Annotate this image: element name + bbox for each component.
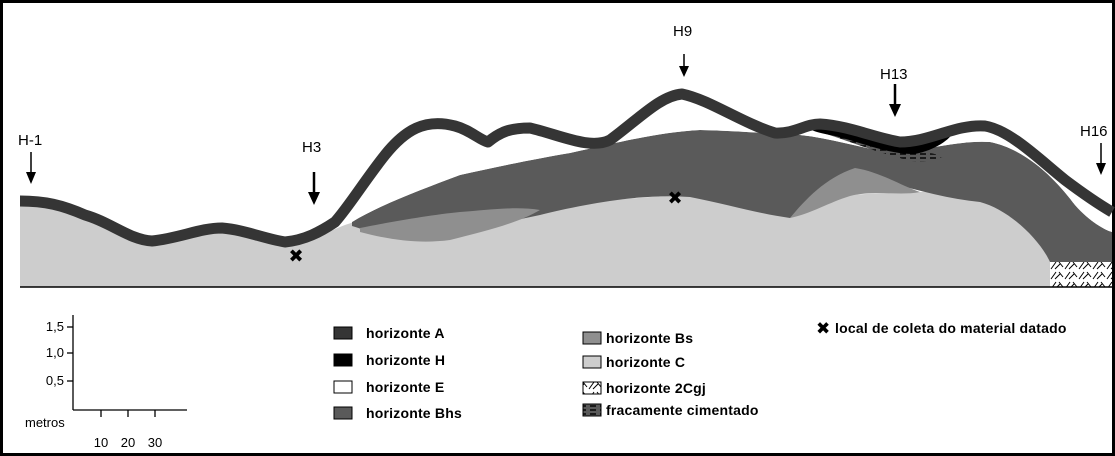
- profile-label-h9: H9: [673, 23, 692, 40]
- scale-y-tick-label: 1,0: [46, 345, 64, 360]
- profile-marker-h9: H9: [673, 23, 692, 77]
- profile-label-h1: H-1: [18, 132, 42, 149]
- profile-marker-h13: H13: [880, 66, 908, 117]
- arrow-down-icon: [1096, 163, 1106, 175]
- legend-swatch-bs: [582, 331, 602, 345]
- scale-y-tick-label: 1,5: [46, 319, 64, 334]
- legend-swatch-h: [333, 353, 353, 367]
- sample-marker-2: ✖: [667, 188, 682, 208]
- horizon-bs-area-2: [790, 168, 920, 218]
- profile-marker-h16: H16: [1080, 123, 1108, 175]
- arrow-down-icon: [889, 104, 901, 117]
- profile-label-h3: H3: [302, 139, 321, 156]
- horizon-2cgj-area: [1050, 262, 1112, 287]
- horizon-bhs-area: [352, 130, 1112, 262]
- legend-sample-marker-icon: ✖: [816, 319, 830, 338]
- scale-x-tick-label: 30: [148, 435, 162, 450]
- legend-label-c: horizonte C: [606, 354, 685, 370]
- scale-x-tick-label: 10: [94, 435, 108, 450]
- scale-unit-label: metros: [25, 415, 65, 430]
- profile-label-h16: H16: [1080, 123, 1108, 140]
- sample-marker-1: ✖: [288, 246, 303, 266]
- legend-label-sample: local de coleta do material datado: [835, 320, 1067, 336]
- scale-x-tick-label: 20: [121, 435, 135, 450]
- legend-label-bhs: horizonte Bhs: [366, 405, 462, 421]
- cross-section: [19, 88, 1115, 287]
- legend-label-2cgj: horizonte 2Cgj: [606, 380, 706, 396]
- legend-label-cemented: fracamente cimentado: [606, 402, 759, 418]
- arrow-down-icon: [26, 172, 36, 184]
- scale-bar: 1,5 1,0 0,5 metros 10 20 30: [25, 315, 187, 450]
- scale-y-tick-label: 0,5: [46, 373, 64, 388]
- legend-swatch-a: [333, 326, 353, 340]
- legend-swatch-cemented: [582, 403, 602, 417]
- horizon-bs-area: [360, 208, 540, 242]
- legend-label-bs: horizonte Bs: [606, 330, 693, 346]
- legend-swatch-e: [333, 380, 353, 394]
- horizon-a-band: [19, 88, 1115, 248]
- legend-swatch-c: [582, 355, 602, 369]
- legend-label-e: horizonte E: [366, 379, 444, 395]
- legend: horizonte A horizonte H horizonte E hori…: [333, 319, 1067, 421]
- profile-label-h13: H13: [880, 66, 908, 83]
- arrow-down-icon: [679, 66, 689, 77]
- legend-label-h: horizonte H: [366, 352, 445, 368]
- horizon-c-area: [20, 191, 1112, 287]
- profile-marker-h3: H3: [302, 139, 321, 205]
- legend-label-a: horizonte A: [366, 325, 445, 341]
- legend-swatch-2cgj: [582, 381, 602, 395]
- arrow-down-icon: [308, 192, 320, 205]
- profile-marker-h1: H-1: [18, 132, 42, 184]
- legend-swatch-bhs: [333, 406, 353, 420]
